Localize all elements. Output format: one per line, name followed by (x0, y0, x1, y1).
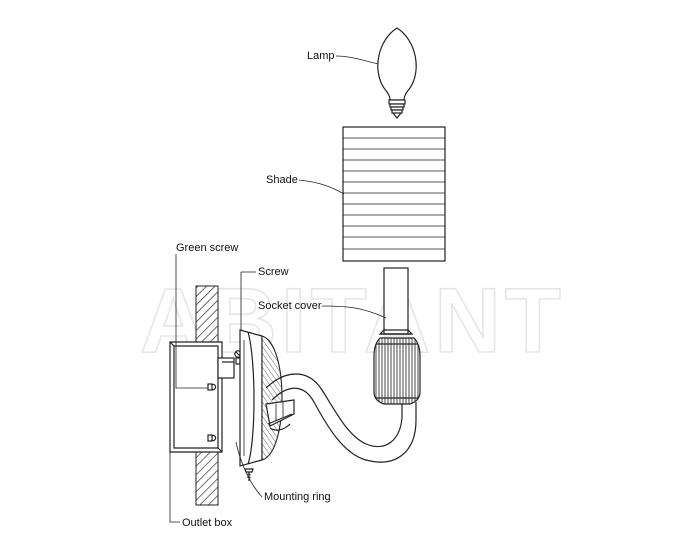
lamp-bulb (377, 27, 417, 119)
socket-cover-leader-line (321, 305, 387, 319)
green-screw-label: Green screw (176, 242, 238, 254)
mounting-ring-leader-line (235, 441, 263, 498)
socket-cover-label: Socket cover (258, 300, 322, 312)
arm-collar (265, 399, 295, 431)
shade-leader-line (298, 179, 345, 195)
mounting-ring (239, 329, 283, 467)
shade-label: Shade (266, 174, 298, 186)
screw-label: Screw (258, 266, 289, 278)
mounting-ring-label: Mounting ring (264, 491, 331, 503)
shade (342, 126, 446, 262)
socket-body (373, 337, 421, 405)
socket-cover (378, 267, 414, 335)
lamp-label: Lamp (307, 50, 335, 62)
lamp-leader-line (335, 55, 379, 65)
bottom-screw-part (244, 468, 254, 481)
green-screw-leader-line (175, 254, 208, 389)
outlet-box-leader-line (169, 452, 180, 523)
outlet-box-label: Outlet box (182, 517, 233, 529)
outlet-box (169, 341, 235, 453)
curved-arm (265, 373, 417, 463)
